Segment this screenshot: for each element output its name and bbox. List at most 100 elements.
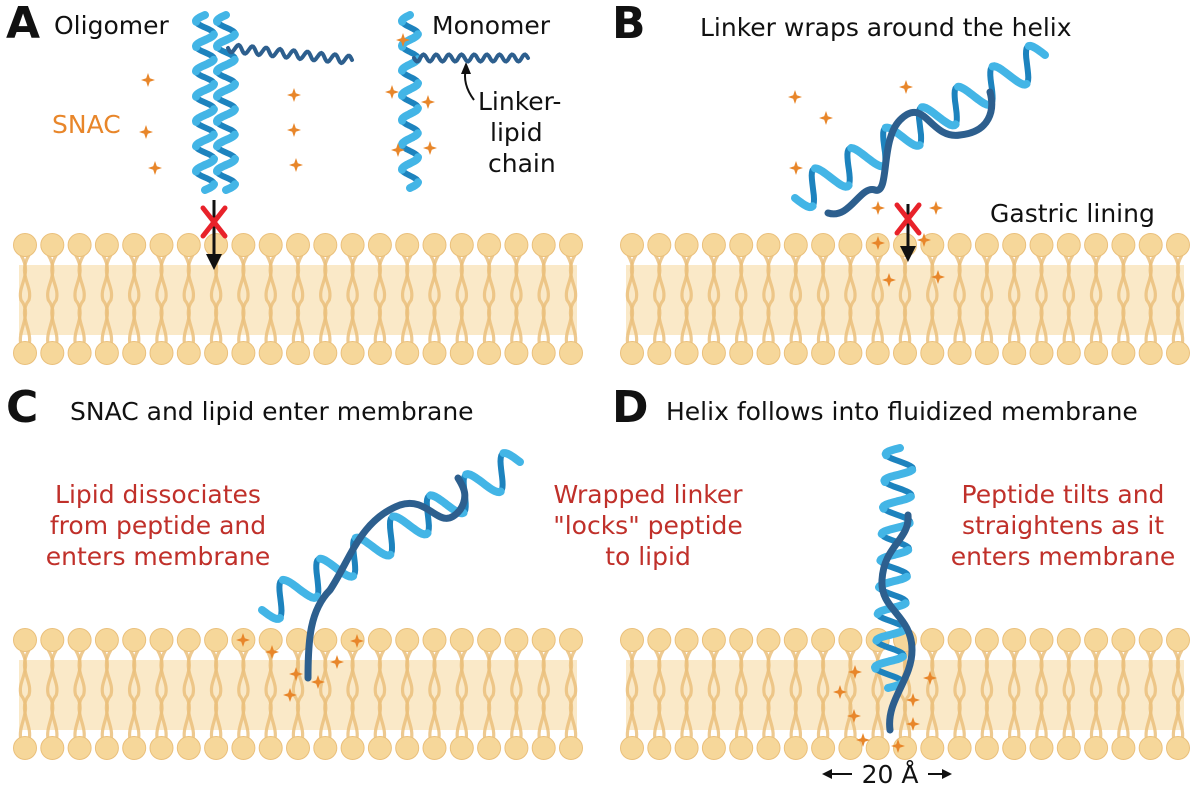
lipid-tails: [707, 254, 721, 346]
lipid-head-bottom: [40, 341, 65, 365]
snac-molecule-icon: [871, 201, 885, 215]
lipid-tails: [127, 649, 141, 741]
lipid-head-bottom: [231, 341, 256, 365]
lipid-tails: [680, 254, 693, 346]
snac-molecule-icon: [287, 88, 301, 102]
monomer-helix: [398, 11, 422, 192]
lipid-head-top: [674, 233, 699, 257]
lipid-tails: [127, 254, 141, 346]
lipid-head-bottom: [504, 341, 529, 365]
panel-c-linker: [304, 474, 469, 682]
lipid-head-top: [1056, 628, 1081, 652]
lipid-head-top: [838, 628, 863, 652]
snac-molecule-icon: [929, 201, 943, 215]
helix-front-strand: [192, 11, 218, 194]
lipid-head-bottom: [729, 341, 754, 365]
lipid-tails: [400, 649, 414, 741]
lipid-head-bottom: [1056, 341, 1081, 365]
lipid-head-top: [449, 233, 474, 257]
monomer-linker-chain: [412, 52, 530, 64]
lipid-tails: [428, 649, 441, 741]
lipid-head-bottom: [620, 341, 644, 365]
lipid-head-bottom: [149, 341, 174, 365]
lipid-head-bottom: [477, 736, 502, 760]
lipid-head-top: [559, 233, 583, 257]
lipid-head-bottom: [756, 341, 781, 365]
lipid-tails: [400, 254, 414, 346]
lipid-head-top: [122, 628, 147, 652]
lipid-tails: [182, 649, 196, 741]
lipid-head-bottom: [449, 736, 474, 760]
lipid-head-bottom: [94, 341, 119, 365]
snac-molecule-icon: [421, 95, 435, 109]
lipid-tails: [346, 649, 359, 741]
panel-d-left-line1: Wrapped linker: [553, 480, 743, 509]
lipid-head-top: [1166, 233, 1190, 257]
lipid-head-top: [313, 628, 338, 652]
lipid-head-bottom: [811, 736, 836, 760]
lipid-head-top: [94, 233, 119, 257]
lipid-head-bottom: [149, 736, 174, 760]
lipid-tails: [18, 649, 32, 741]
lipid-head-top: [647, 233, 672, 257]
lipid-head-bottom: [783, 736, 808, 760]
lipid-tails: [100, 254, 114, 346]
lipid-tails: [1007, 649, 1021, 741]
lipid-tails: [898, 254, 912, 346]
lipid-head-top: [231, 233, 256, 257]
lipid-head-top: [947, 628, 972, 652]
lipid-head-bottom: [313, 341, 338, 365]
lipid-tails: [155, 649, 168, 741]
bilayer-panel-b: [620, 233, 1190, 365]
lipid-tails: [482, 254, 496, 346]
lipid-head-bottom: [701, 736, 726, 760]
lipid-head-bottom: [559, 736, 583, 760]
linker-label-line3: chain: [488, 149, 556, 178]
lipid-head-bottom: [620, 736, 644, 760]
lipid-head-bottom: [1056, 736, 1081, 760]
lipid-head-top: [449, 628, 474, 652]
lipid-head-bottom: [504, 736, 529, 760]
lipid-head-top: [1166, 628, 1190, 652]
lipid-tails: [1089, 254, 1103, 346]
lipid-tails: [1035, 254, 1048, 346]
lipid-head-bottom: [1029, 341, 1054, 365]
lipid-head-bottom: [1002, 736, 1027, 760]
lipid-head-top: [176, 233, 201, 257]
lipid-head-bottom: [67, 341, 92, 365]
panel-b-linker: [824, 88, 996, 218]
lipid-head-top: [367, 628, 392, 652]
lipid-head-top: [1138, 628, 1163, 652]
oligomer-helices: [192, 11, 530, 194]
helix-front-strand: [213, 11, 239, 194]
lipid-head-top: [1111, 233, 1136, 257]
lipid-head-top: [1029, 628, 1054, 652]
snac-molecule-icon: [385, 85, 399, 99]
lipid-head-bottom: [729, 736, 754, 760]
lipid-tails: [291, 254, 305, 346]
panel-d-left-line2: "locks" peptide: [553, 511, 743, 540]
lipid-head-bottom: [974, 736, 999, 760]
lipid-head-top: [947, 233, 972, 257]
lipid-tails: [816, 649, 830, 741]
lipid-head-top: [811, 628, 836, 652]
lipid-head-bottom: [838, 341, 863, 365]
lipid-tails: [734, 649, 748, 741]
lipid-head-top: [477, 233, 502, 257]
lipid-head-top: [286, 233, 310, 257]
oligomer-label: Oligomer: [54, 11, 169, 40]
lipid-head-bottom: [893, 736, 917, 760]
lipid-tails: [1117, 254, 1130, 346]
panel-d-title: Helix follows into fluidized membrane: [666, 397, 1138, 426]
lipid-head-top: [176, 628, 201, 652]
lipid-head-bottom: [865, 341, 890, 365]
lipid-tails: [625, 649, 639, 741]
lipid-head-top: [40, 233, 65, 257]
lipid-head-bottom: [122, 341, 147, 365]
lipid-head-bottom: [1084, 341, 1109, 365]
lipid-tails: [537, 254, 550, 346]
lipid-head-bottom: [1166, 341, 1190, 365]
lipid-tails: [762, 649, 775, 741]
lipid-head-top: [559, 628, 583, 652]
